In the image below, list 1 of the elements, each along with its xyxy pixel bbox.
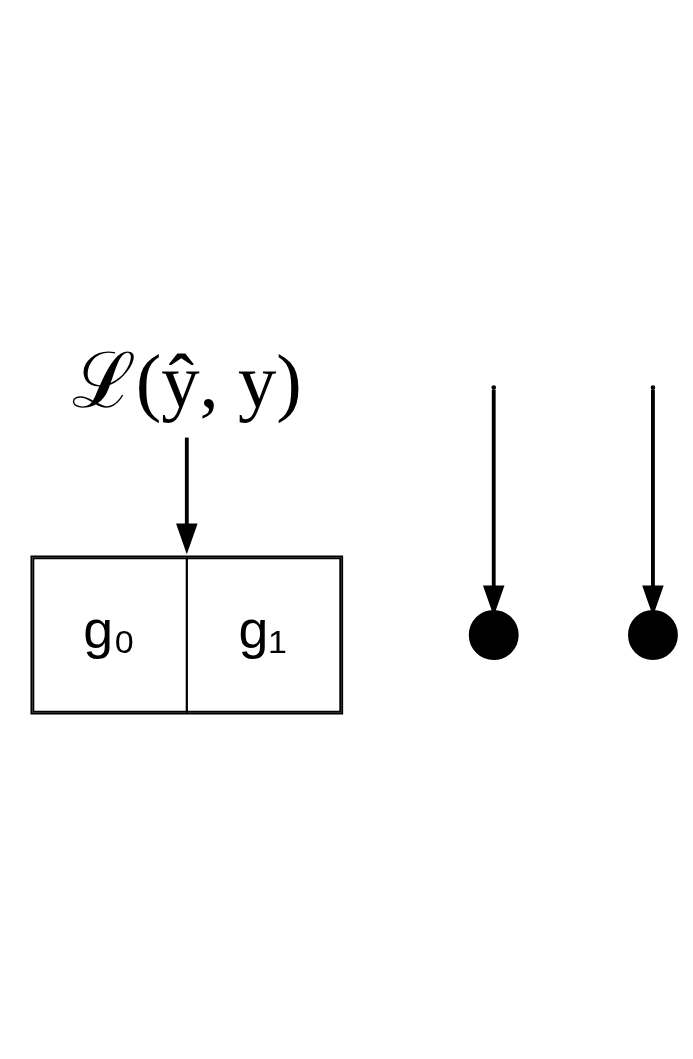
node-text: ℒ(ŷ, y): [71, 338, 302, 424]
